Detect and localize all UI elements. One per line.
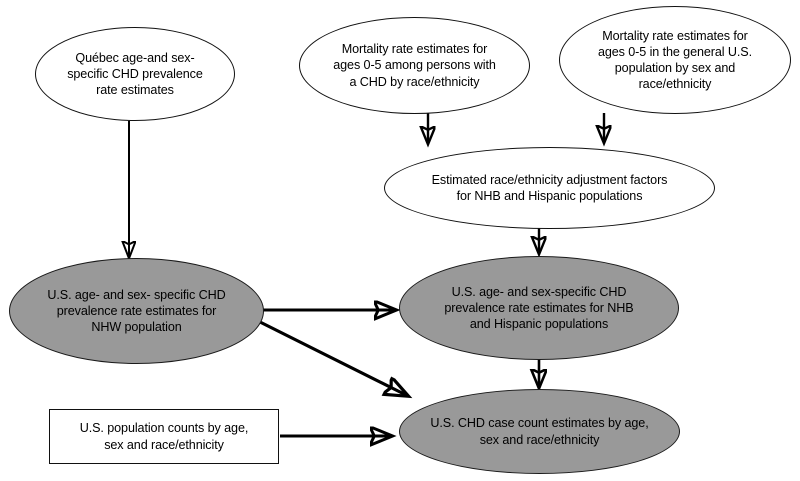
edge-nhw-to-case-counts xyxy=(257,319,408,396)
node-quebec-prevalence[interactable]: Québec age-and sex- specific CHD prevale… xyxy=(35,27,235,121)
node-nhw-prevalence[interactable]: U.S. age- and sex- specific CHD prevalen… xyxy=(9,258,264,364)
node-label: U.S. CHD case count estimates by age, se… xyxy=(430,416,649,447)
node-label: U.S. age- and sex- specific CHD prevalen… xyxy=(47,287,226,335)
node-mortality-general[interactable]: Mortality rate estimates for ages 0-5 in… xyxy=(559,6,791,114)
node-label: Mortality rate estimates for ages 0-5 am… xyxy=(333,42,496,89)
node-label: U.S. population counts by age, sex and r… xyxy=(79,421,249,452)
node-chd-case-counts[interactable]: U.S. CHD case count estimates by age, se… xyxy=(399,389,680,474)
node-population-counts[interactable]: U.S. population counts by age, sex and r… xyxy=(49,409,279,464)
node-label: Québec age-and sex- specific CHD prevale… xyxy=(67,50,203,98)
node-nhb-hispanic-prevalence[interactable]: U.S. age- and sex-specific CHD prevalenc… xyxy=(399,256,679,360)
node-adjustment-factors[interactable]: Estimated race/ethnicity adjustment fact… xyxy=(384,147,715,229)
node-mortality-chd[interactable]: Mortality rate estimates for ages 0-5 am… xyxy=(299,17,530,114)
node-label: Estimated race/ethnicity adjustment fact… xyxy=(431,172,668,203)
node-label: Mortality rate estimates for ages 0-5 in… xyxy=(597,28,752,92)
node-label: U.S. age- and sex-specific CHD prevalenc… xyxy=(444,284,634,332)
